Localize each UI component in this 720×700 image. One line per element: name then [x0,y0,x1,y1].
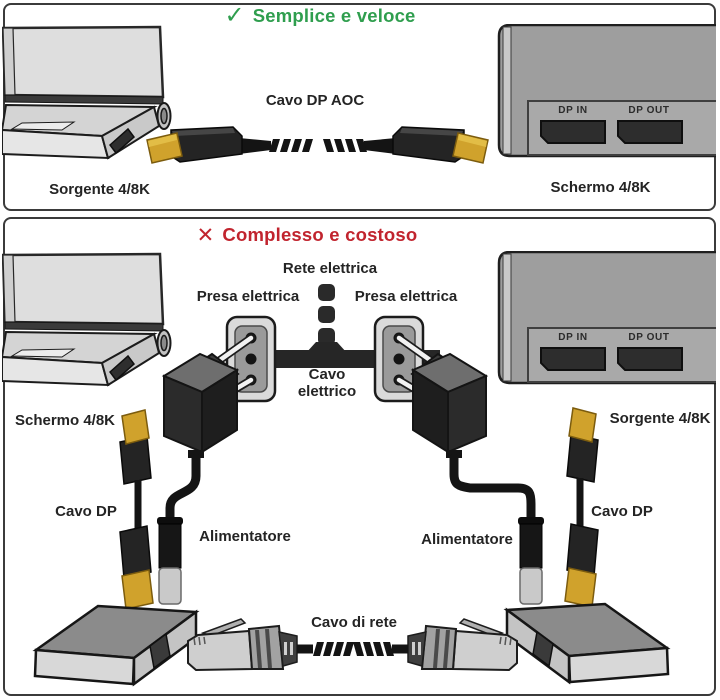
dp-connector-icon [146,126,271,164]
complex-title-text: Complesso e costoso [222,224,418,245]
label-cavo-di-rete: Cavo di rete [311,614,397,631]
label-schermo-simple: Schermo 4/8K [550,179,651,196]
label-cavo-dp-right: Cavo DP [591,503,653,520]
complex-panel-title: ✕ Complesso e costoso [0,224,614,246]
psu-right-icon [410,352,544,605]
label-cavo-elettrico-line1: Cavo [308,366,346,383]
dp-aoc-cable-illustration [146,126,489,164]
label-cavo-dp-left: Cavo DP [55,503,117,520]
network-cable-illustration [187,612,520,682]
label-dp-in-simple: DP IN [558,105,588,116]
network-box-left-illustration [8,600,203,692]
outlet-left-icon [225,315,277,403]
label-cavo-elettrico-line2: elettrico [297,382,357,400]
label-presa-elettrica-left: Presa elettrica [196,288,300,305]
label-sorgente-complex: Sorgente 4/8K [609,410,711,427]
label-rete-elettrica: Rete elettrica [282,260,378,277]
label-presa-elettrica-right: Presa elettrica [354,288,458,305]
label-alimentatore-left: Alimentatore [199,528,291,545]
simple-panel-title: ✓ Semplice e veloce [60,4,580,28]
psu-left-icon [157,352,240,605]
label-alimentatore-right: Alimentatore [421,531,513,548]
label-dp-in-complex: DP IN [558,332,588,343]
monitor-illustration-simple [494,24,716,164]
check-icon: ✓ [224,2,245,29]
label-schermo-complex: Schermo 4/8K [14,412,116,429]
network-box-right-illustration [500,598,695,690]
label-sorgente-simple: Sorgente 4/8K [49,181,150,198]
power-assembly-illustration [157,284,544,605]
simple-title-text: Semplice e veloce [252,5,416,26]
cross-icon: ✕ [196,223,215,247]
label-dp-out-complex: DP OUT [628,332,670,343]
power-grid-dots-icon [318,284,335,345]
rj45-connector-icon [187,618,313,672]
label-cavo-dp-aoc: Cavo DP AOC [265,92,365,109]
label-cavo-elettrico: Cavo elettrico [287,366,367,401]
label-dp-out-simple: DP OUT [628,105,670,116]
